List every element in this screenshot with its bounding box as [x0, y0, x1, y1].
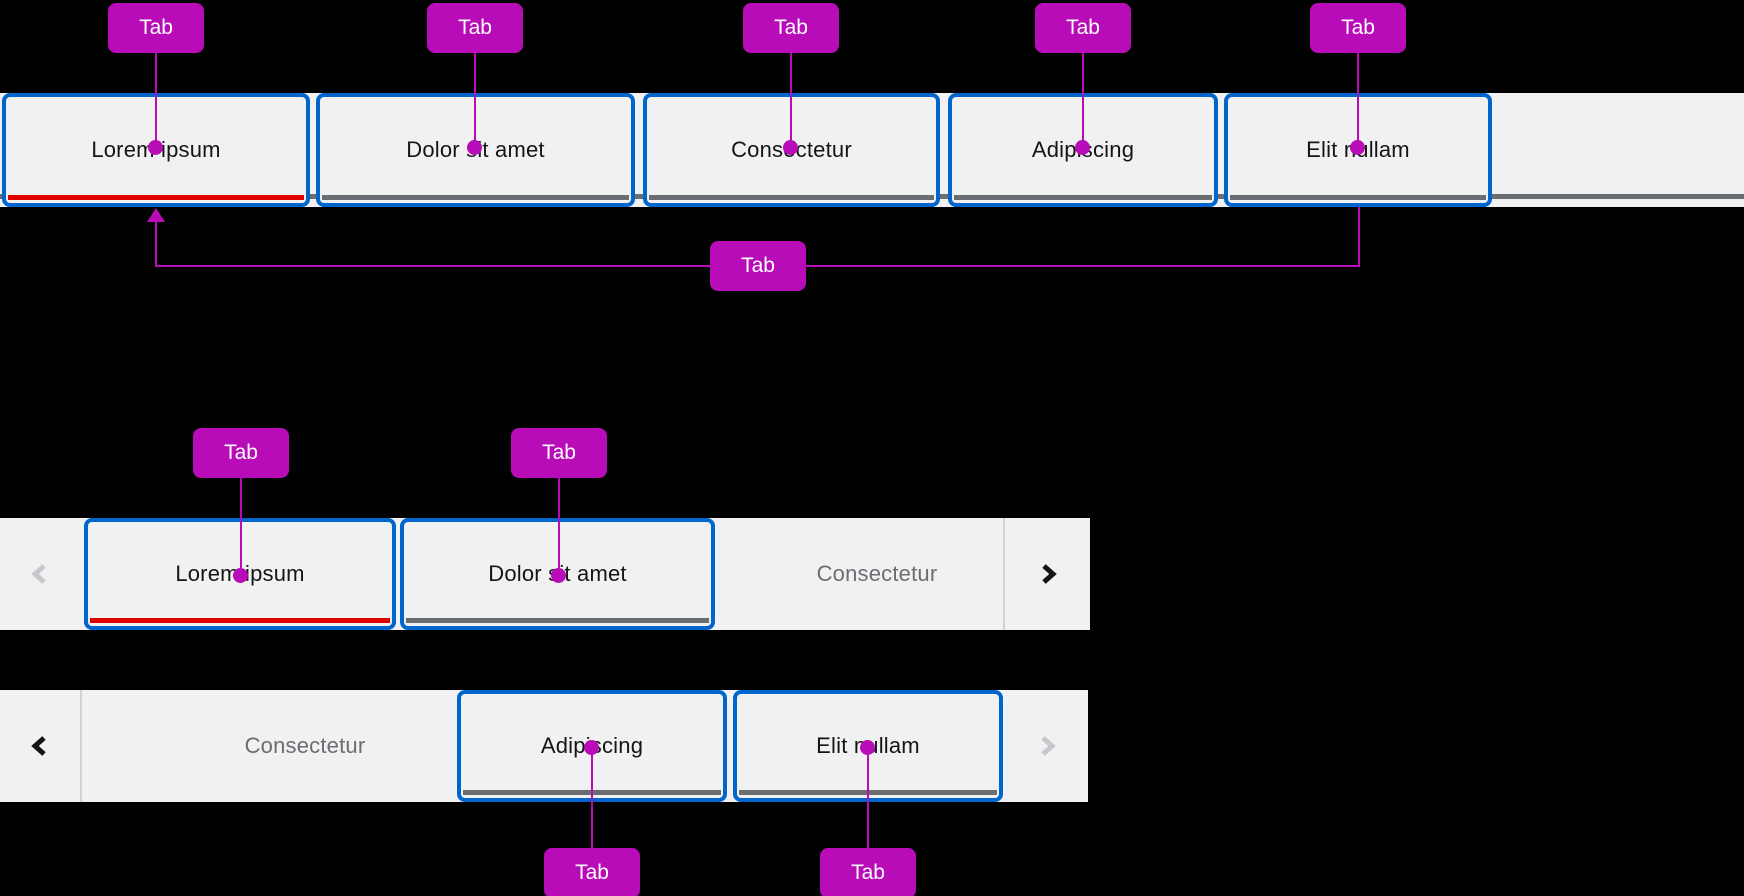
annotation-line [240, 478, 242, 568]
annotation-chip: Tab [427, 3, 523, 53]
tab-label: Consectetur [244, 733, 366, 758]
annotation-chip: Tab [820, 848, 916, 896]
scroll-left-button[interactable] [0, 690, 80, 802]
annotation-line [1082, 53, 1084, 141]
annotation-dot [1350, 140, 1365, 155]
annotation-chip: Tab [108, 3, 204, 53]
scroll-right-button[interactable] [1005, 518, 1090, 630]
inactive-tab-indicator [1230, 195, 1486, 200]
annotation-dot [1075, 140, 1090, 155]
scroll-left-button[interactable] [0, 518, 80, 630]
annotation-arrow-up [147, 208, 165, 222]
tab-label: Consectetur [816, 561, 938, 586]
annotation-chip: Tab [511, 428, 607, 478]
chevron-right-icon [1035, 733, 1059, 759]
tab-consectetur-partial[interactable]: Consectetur [155, 690, 455, 802]
annotation-line [155, 53, 157, 141]
inactive-tab-indicator [406, 618, 709, 623]
annotation-dot [148, 140, 163, 155]
annotation-line [155, 221, 157, 266]
active-tab-indicator [8, 195, 304, 200]
active-tab-indicator [90, 618, 390, 623]
annotation-chip: Tab [193, 428, 289, 478]
scroll-right-button[interactable] [1005, 690, 1088, 802]
separator [80, 690, 82, 802]
chevron-left-icon [28, 733, 52, 759]
tab-bar-full: Lorem ipsum Dolor sit amet Consectetur A… [0, 93, 1744, 207]
annotation-line [591, 753, 593, 848]
annotation-line [790, 53, 792, 141]
annotation-line [1357, 53, 1359, 141]
tab-consectetur-partial[interactable]: Consectetur [727, 518, 1027, 630]
chevron-left-icon [28, 561, 52, 587]
annotation-chip: Tab [1310, 3, 1406, 53]
tab-bar-overflow-end: Consectetur Adipiscing Elit nullam [0, 690, 1088, 802]
separator [1003, 518, 1005, 630]
tab-bar-overflow-start: Lorem ipsum Dolor sit amet Consectetur [0, 518, 1090, 630]
annotation-chip: Tab [743, 3, 839, 53]
annotation-line [1358, 207, 1360, 267]
inactive-tab-indicator [322, 195, 629, 200]
inactive-tab-indicator [954, 195, 1212, 200]
annotation-dot [233, 568, 248, 583]
annotation-chip: Tab [1035, 3, 1131, 53]
annotation-chip: Tab [544, 848, 640, 896]
chevron-right-icon [1036, 561, 1060, 587]
annotation-dot [584, 740, 599, 755]
annotation-line [558, 478, 560, 568]
annotation-dot [783, 140, 798, 155]
annotation-dot [551, 568, 566, 583]
inactive-tab-indicator [649, 195, 934, 200]
annotation-dot [467, 140, 482, 155]
annotation-line [867, 753, 869, 848]
annotation-dot [860, 740, 875, 755]
annotation-line [474, 53, 476, 141]
annotation-chip: Tab [710, 241, 806, 291]
